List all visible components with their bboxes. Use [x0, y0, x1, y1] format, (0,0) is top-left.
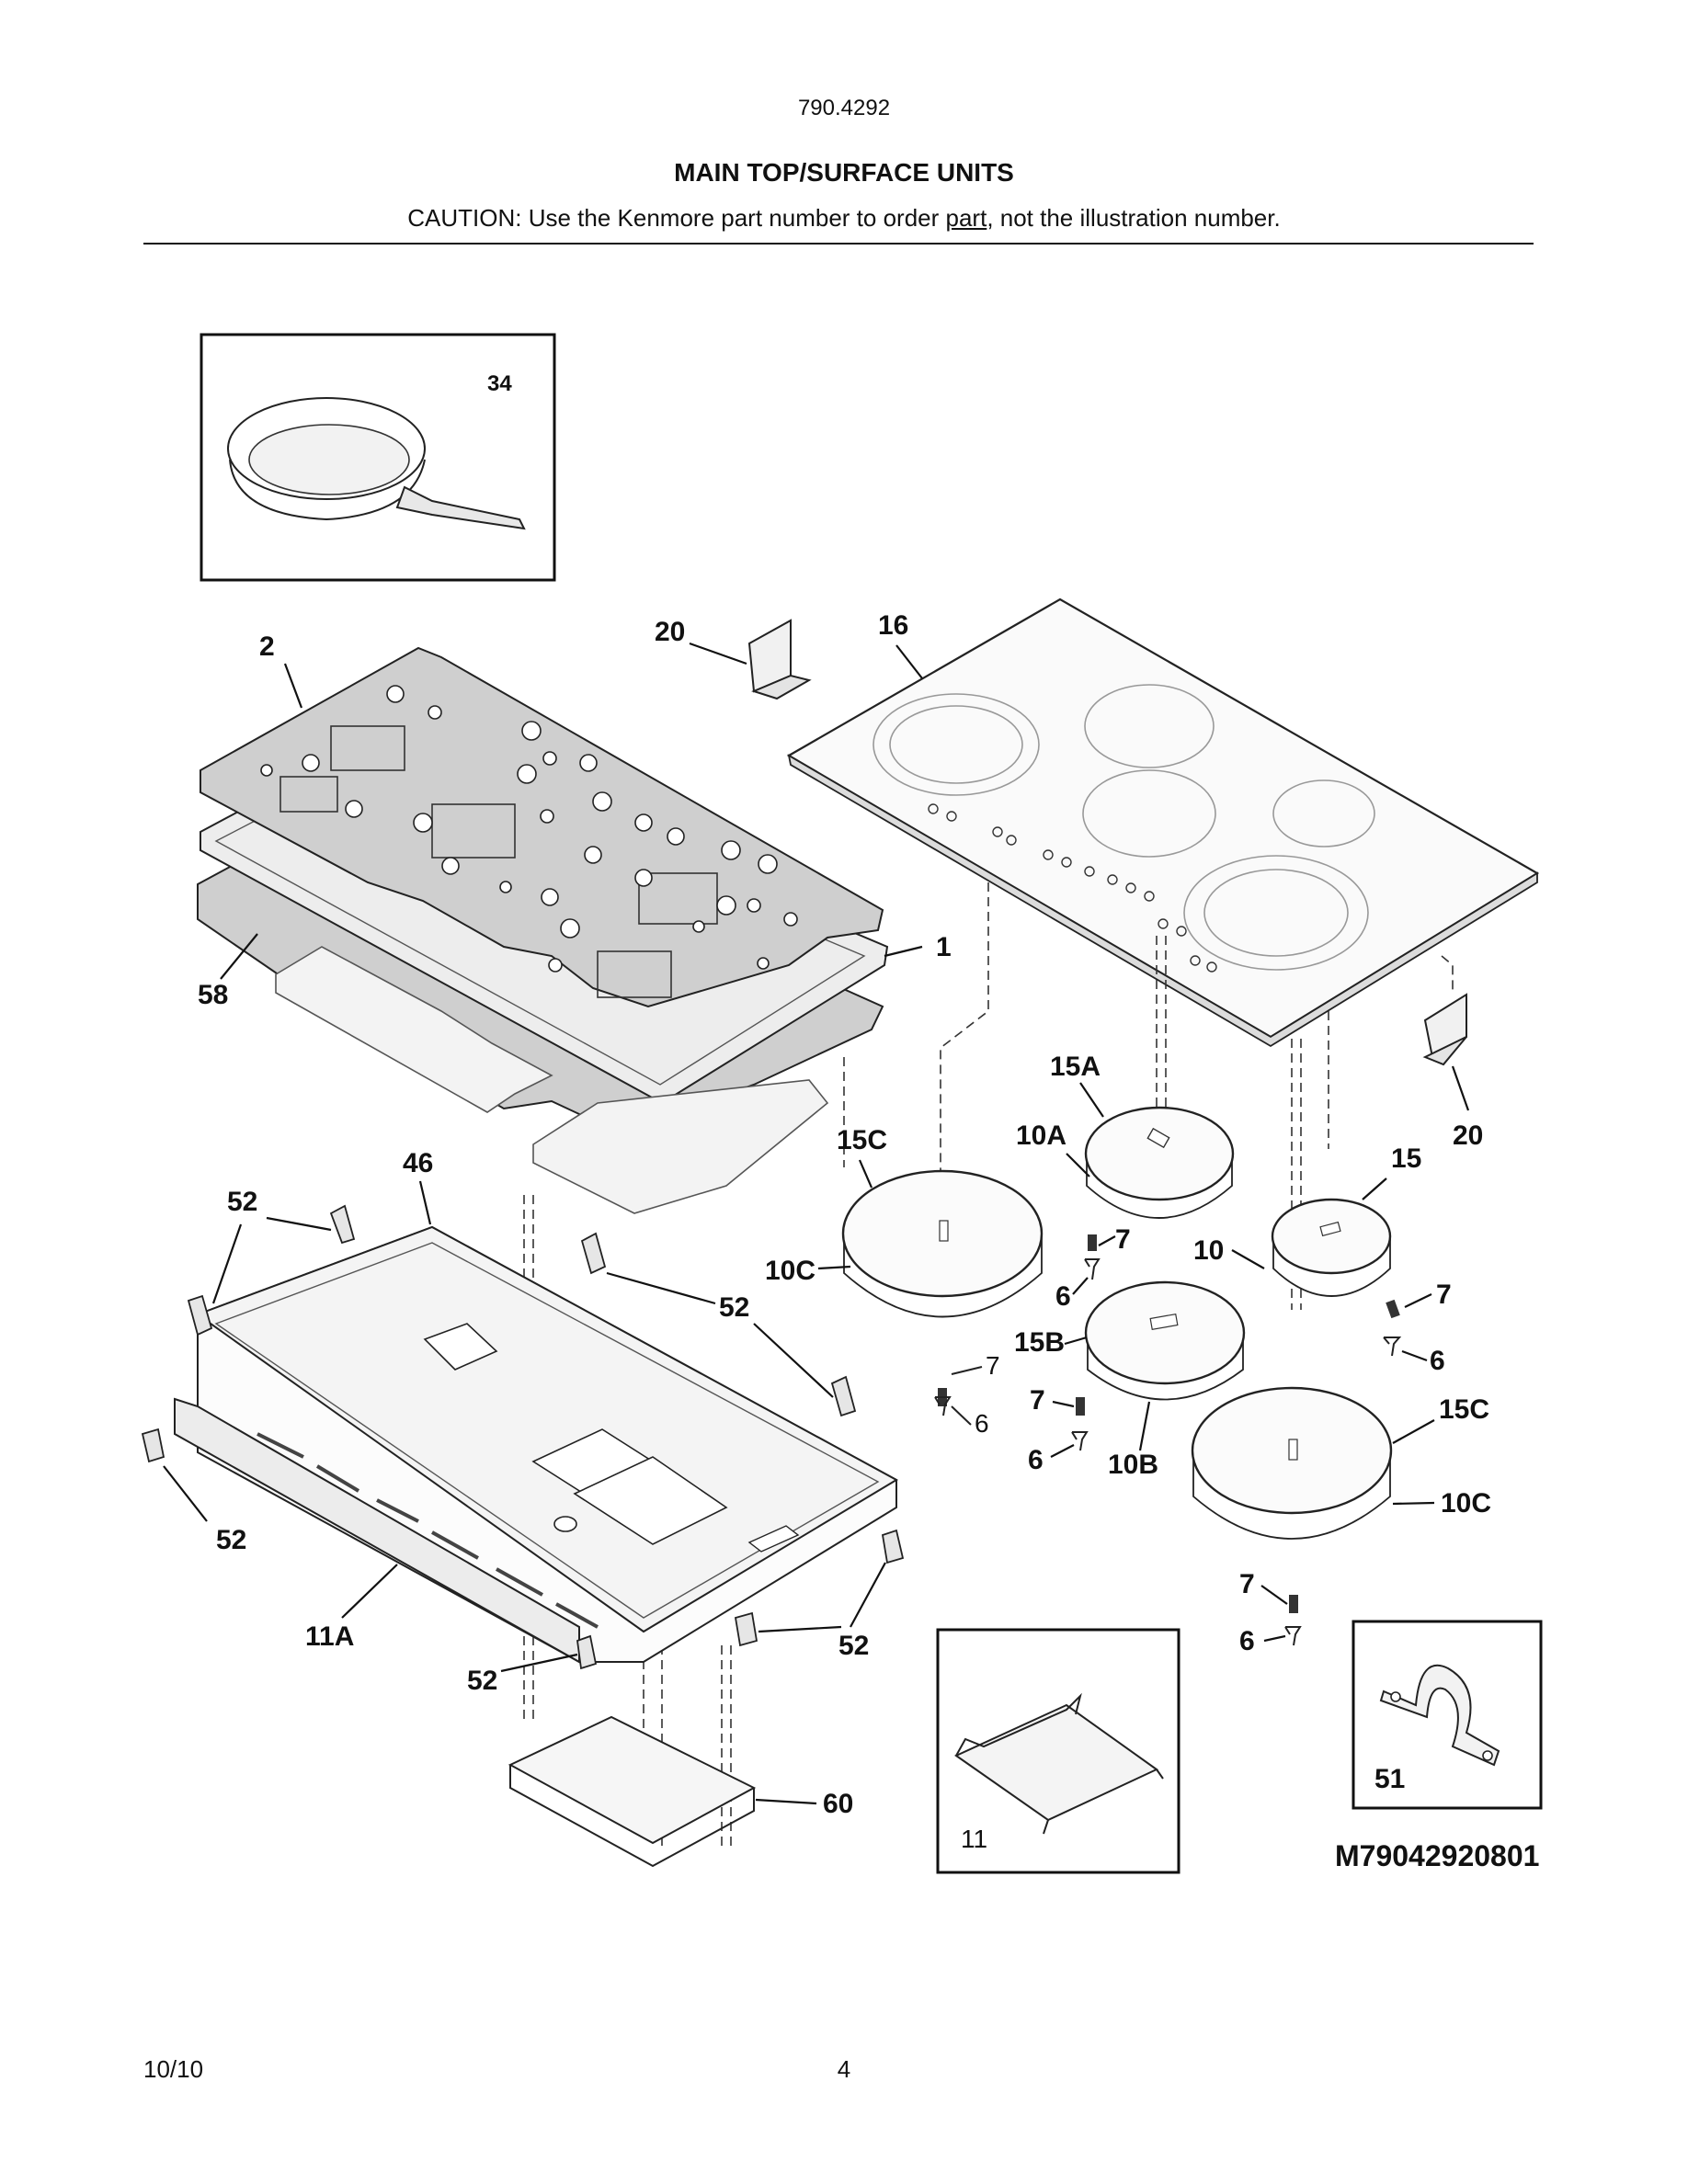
- surface-unit-15A: 15A 10A: [1016, 1052, 1235, 1219]
- callout-52-right: 52: [838, 1631, 869, 1661]
- page-title: MAIN TOP/SURFACE UNITS: [674, 158, 1014, 187]
- callout-7-c: 7: [986, 1351, 1000, 1380]
- footer-page-number: 4: [837, 2055, 851, 2083]
- part-51-inset: 51: [1352, 1620, 1543, 1810]
- caution-note: CAUTION: Use the Kenmore part number to …: [0, 204, 1688, 233]
- skillet-inset: 34: [200, 333, 556, 582]
- callout-52-bottom: 52: [467, 1666, 497, 1696]
- callout-46: 46: [403, 1148, 433, 1178]
- plate-stack: 2 1 58: [197, 631, 952, 1214]
- callout-7-d: 7: [1030, 1385, 1045, 1416]
- drawing-code: M79042920801: [1335, 1839, 1539, 1872]
- callout-6-e: 6: [1239, 1626, 1255, 1656]
- callout-15C-right: 15C: [1439, 1394, 1489, 1425]
- callout-7-e: 7: [1239, 1569, 1255, 1599]
- model-number: 790.4292: [797, 96, 891, 120]
- spring-set-c: [934, 1388, 952, 1416]
- callout-34: 34: [487, 371, 512, 396]
- callout-11: 11: [961, 1825, 987, 1853]
- callout-1: 1: [936, 932, 952, 962]
- callout-58: 58: [198, 980, 228, 1010]
- callout-20-right: 20: [1453, 1120, 1483, 1151]
- callout-10: 10: [1193, 1235, 1224, 1266]
- chassis-box: 46: [174, 1148, 899, 1664]
- mounting-clips: 52 52 52 52 52: [141, 1187, 905, 1696]
- callout-10B: 10B: [1108, 1450, 1158, 1480]
- callout-52-top-left: 52: [227, 1187, 257, 1217]
- footer-date: 10/10: [143, 2055, 204, 2083]
- callout-20-top: 20: [655, 617, 685, 647]
- callout-10C-left: 10C: [765, 1256, 815, 1286]
- glass-cooktop: 16: [786, 597, 1540, 1048]
- callout-6-b: 6: [1430, 1346, 1445, 1376]
- spring-set-d: [1071, 1397, 1089, 1451]
- callout-11A: 11A: [305, 1621, 354, 1652]
- callout-52-left: 52: [216, 1525, 246, 1555]
- bracket-20-top: 20: [655, 617, 812, 700]
- electronics-tray-60: 60: [508, 1715, 853, 1868]
- spring-set-e: [1284, 1595, 1302, 1646]
- callout-15: 15: [1391, 1143, 1421, 1174]
- surface-unit-15B: 15B 10B: [1014, 1280, 1246, 1480]
- caution-underlined-word: part: [945, 204, 987, 232]
- header-rule: [143, 243, 1534, 245]
- callout-6-c: 6: [975, 1409, 989, 1438]
- callout-7-a: 7: [1115, 1224, 1131, 1255]
- callout-10A: 10A: [1016, 1120, 1066, 1151]
- callout-15A: 15A: [1050, 1052, 1101, 1082]
- callout-52-top-right: 52: [719, 1292, 749, 1323]
- bracket-20-right: 20: [1422, 993, 1483, 1151]
- surface-unit-15: 15 10: [1193, 1143, 1421, 1297]
- callout-2: 2: [259, 631, 275, 662]
- caution-text: CAUTION: Use the Kenmore part number to …: [407, 204, 946, 232]
- callout-15C-left: 15C: [837, 1125, 887, 1155]
- spring-set-a: [1084, 1234, 1101, 1280]
- springs-and-screws: 7 6 7 6 7 6 7 6 7 6: [934, 1224, 1452, 1656]
- callout-6-a: 6: [1055, 1281, 1071, 1312]
- part-11-inset: 11: [936, 1628, 1180, 1874]
- callout-15B: 15B: [1014, 1327, 1065, 1358]
- surface-unit-15C-left: 15C 10C: [765, 1125, 1044, 1318]
- callout-10C-right: 10C: [1441, 1488, 1491, 1519]
- caution-text-end: , not the illustration number.: [987, 204, 1281, 232]
- callout-51: 51: [1374, 1764, 1405, 1794]
- spring-set-b: [1383, 1299, 1402, 1357]
- callout-7-b: 7: [1436, 1280, 1452, 1310]
- callout-60: 60: [823, 1789, 853, 1819]
- front-trim-11A: 11A: [305, 1564, 398, 1652]
- surface-unit-15C-right: 15C 10C: [1191, 1386, 1491, 1540]
- callout-16: 16: [878, 610, 908, 641]
- callout-6-d: 6: [1028, 1445, 1044, 1475]
